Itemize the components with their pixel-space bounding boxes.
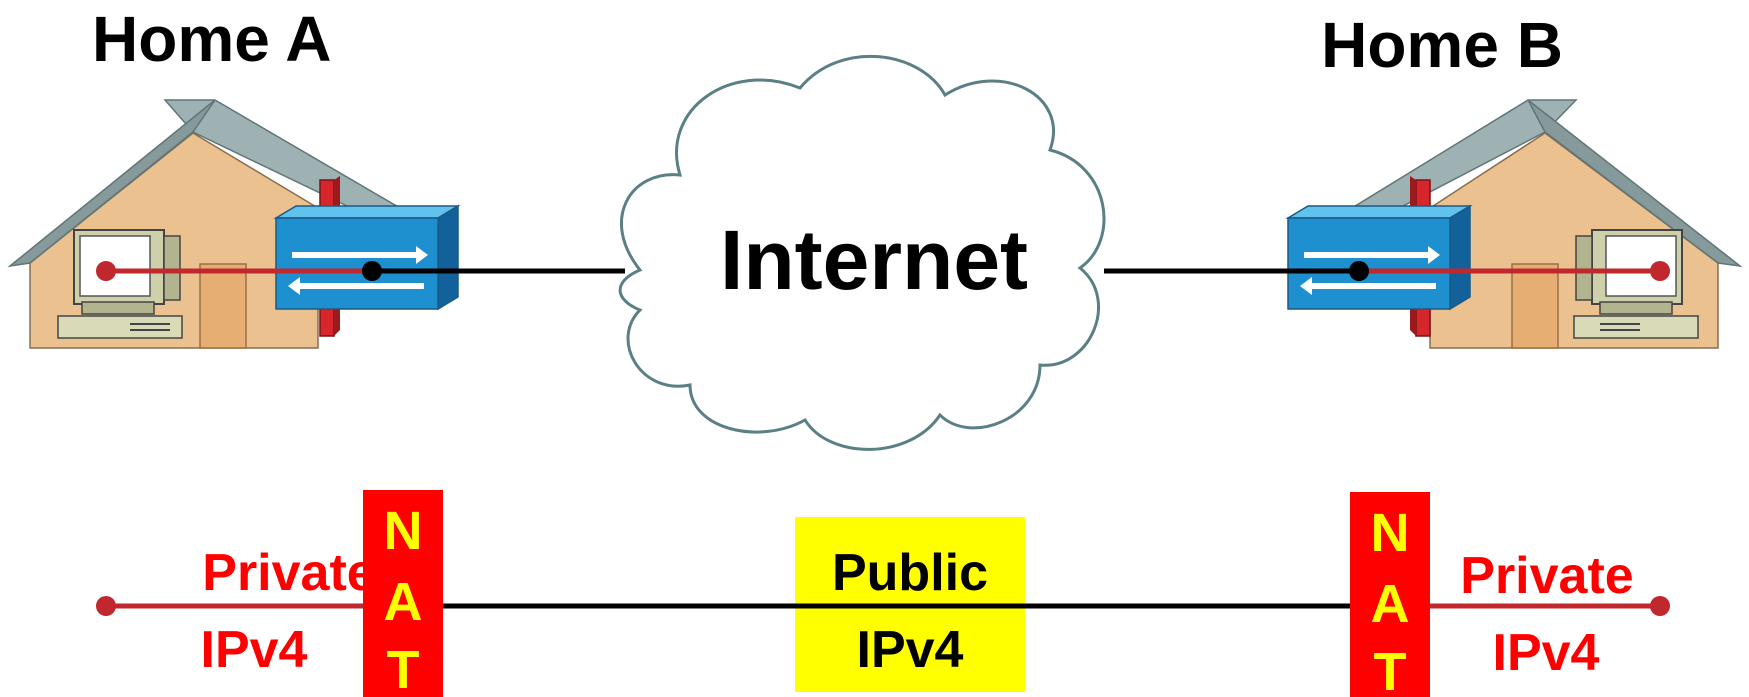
home-a-computer-icon — [57, 229, 183, 339]
home-b-host-dot — [1650, 261, 1670, 281]
nat-box-right: N A T — [1350, 492, 1430, 697]
nat-right-letter-t: T — [1374, 642, 1407, 697]
internet-label: Internet — [720, 213, 1028, 307]
nat-box-left-fill — [363, 490, 443, 697]
nat-left-letter-a: A — [384, 572, 423, 632]
cloud-shape — [618, 54, 1106, 451]
nat-right-letter-n: N — [1371, 503, 1410, 563]
private-endpoint-left — [96, 596, 116, 616]
home-a-roof-edge — [7, 99, 216, 268]
home-b-roof-edge — [1527, 99, 1743, 268]
home-a-router-dot — [362, 261, 382, 281]
home-a-title: Home A — [92, 3, 331, 75]
private-label-right-line2: IPv4 — [1493, 624, 1600, 682]
nat-left-letter-t: T — [387, 640, 420, 697]
private-label-left-line2: IPv4 — [201, 621, 308, 679]
home-b-door — [1511, 263, 1559, 349]
home-a-host-dot — [96, 261, 116, 281]
home-b-router-icon — [1285, 204, 1473, 311]
internet-cloud: Internet — [618, 54, 1106, 451]
home-b-computer-icon — [1573, 229, 1699, 339]
public-label-line2: IPv4 — [857, 621, 964, 679]
nat-left-letter-n: N — [384, 501, 423, 561]
home-b-router-dot — [1349, 261, 1369, 281]
nat-right-letter-a: A — [1371, 574, 1410, 634]
nat-box-left: N A T — [363, 490, 443, 697]
public-label-line1: Public — [832, 544, 988, 602]
home-b-title: Home B — [1321, 9, 1563, 81]
private-endpoint-right — [1650, 596, 1670, 616]
home-a-router-icon — [273, 204, 461, 311]
private-label-left-line1: Private — [202, 544, 375, 602]
home-a-door — [199, 263, 247, 349]
nat-box-right-fill — [1350, 492, 1430, 697]
private-label-right-line1: Private — [1460, 547, 1633, 605]
